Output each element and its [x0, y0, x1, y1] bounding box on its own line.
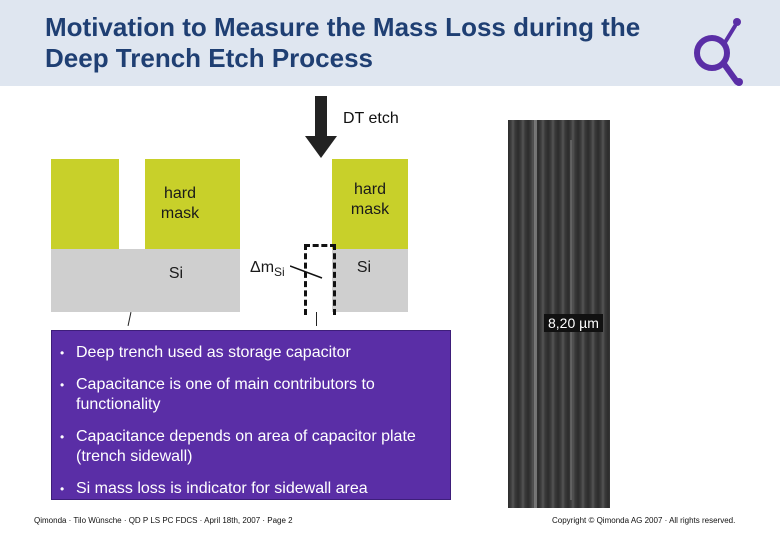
bullet-list: Deep trench used as storage capacitor Ca…	[60, 343, 440, 511]
process-label: DT etch	[343, 110, 399, 127]
silicon-label-right: Si	[356, 259, 372, 276]
silicon-label-left: Si	[168, 265, 184, 282]
mass-loss-subscript: Si	[274, 265, 285, 280]
qimonda-logo	[694, 18, 743, 86]
footer-left: Qimonda · Tilo Wünsche · QD P LS PC FDCS…	[34, 516, 293, 525]
bullet-item: Si mass loss is indicator for sidewall a…	[60, 479, 440, 499]
bullet-item: Capacitance depends on area of capacitor…	[60, 427, 440, 467]
hard-mask-label-left: hard mask	[160, 185, 200, 222]
hard-mask-left-block	[51, 159, 119, 249]
bullet-item: Capacitance is one of main contributors …	[60, 375, 440, 415]
sem-scale-label: 8,20 µm	[544, 314, 603, 332]
etched-trench-outline	[304, 244, 336, 315]
diagram-tick-left	[127, 312, 132, 326]
sem-trench-highlight	[534, 120, 537, 508]
hard-mask-center-block	[145, 159, 240, 249]
mass-loss-label: ΔmSi	[250, 258, 300, 282]
slide-title: Motivation to Measure the Mass Loss duri…	[45, 12, 641, 73]
bullet-panel: Deep trench used as storage capacitor Ca…	[51, 330, 451, 500]
hard-mask-label-right: hard mask	[350, 181, 390, 218]
title-band	[0, 0, 780, 86]
etch-arrow-icon	[305, 96, 337, 158]
silicon-layer-right	[332, 249, 408, 312]
bullet-item: Deep trench used as storage capacitor	[60, 343, 440, 363]
footer-right: Copyright © Qimonda AG 2007 · All rights…	[552, 516, 736, 525]
hard-mask-right-block	[332, 159, 408, 249]
mass-loss-symbol: Δm	[250, 259, 275, 276]
silicon-layer-left	[51, 249, 240, 312]
diagram-tick-right	[316, 312, 317, 326]
